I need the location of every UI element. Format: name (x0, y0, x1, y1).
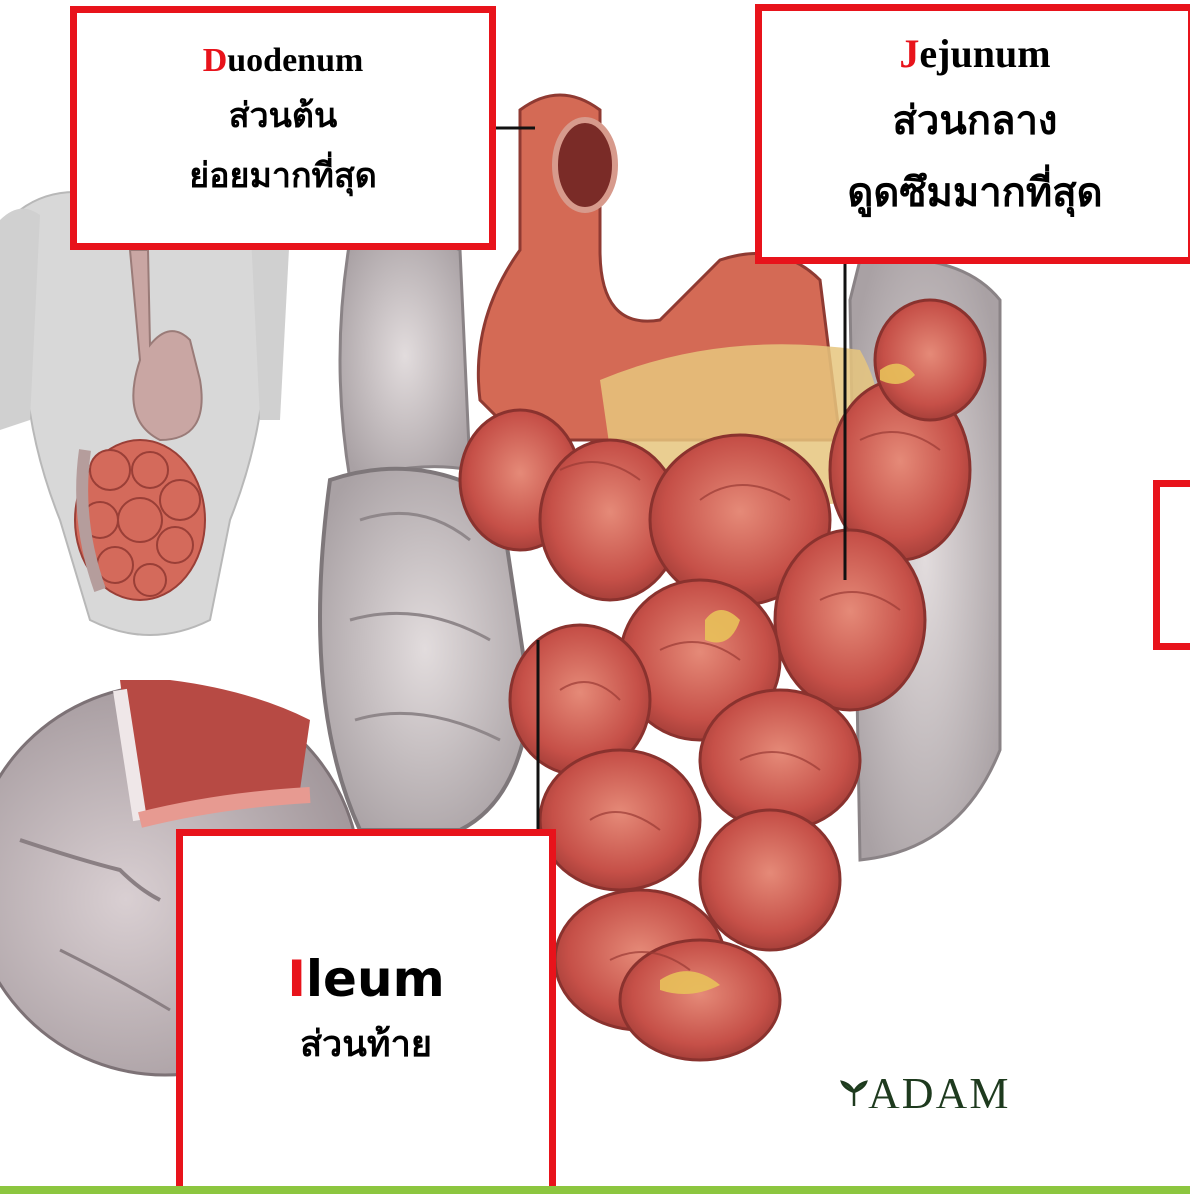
ileum-initial: I (287, 950, 306, 1008)
duodenum-thai-function: ย่อยมากที่สุด (77, 151, 489, 201)
duodenum-thai-part: ส่วนต้น (77, 91, 489, 141)
ileum-rest: leum (306, 950, 445, 1008)
jejunum-thai-function: ดูดซึมมากที่สุด (762, 165, 1188, 221)
body-silhouette (0, 192, 290, 635)
jejunum-rest: ejunum (919, 31, 1050, 76)
jejunum-label-box: Jejunum ส่วนกลาง ดูดซึมมากที่สุด (755, 4, 1190, 264)
bottom-accent-bar (0, 1186, 1190, 1194)
duodenum-term: Duodenum (77, 41, 489, 81)
duodenum-initial: D (203, 42, 228, 79)
ileum-thai-part: ส่วนท้าย (183, 1021, 549, 1069)
watermark-text: ADAM (868, 1069, 1010, 1108)
jejunum-initial: J (899, 31, 919, 76)
ileum-term: Ileum (183, 951, 549, 1007)
ileum-label-box: Ileum ส่วนท้าย (176, 829, 556, 1194)
leaf-logo-icon (840, 1080, 868, 1108)
duodenum-rest: uodenum (227, 42, 363, 79)
adam-watermark: ADAM (840, 1068, 1030, 1108)
jejunum-thai-part: ส่วนกลาง (762, 93, 1188, 149)
duodenum-label-box: Duodenum ส่วนต้น ย่อยมากที่สุด (70, 6, 496, 250)
offscreen-label-box (1153, 480, 1190, 650)
jejunum-term: Jejunum (762, 31, 1188, 77)
